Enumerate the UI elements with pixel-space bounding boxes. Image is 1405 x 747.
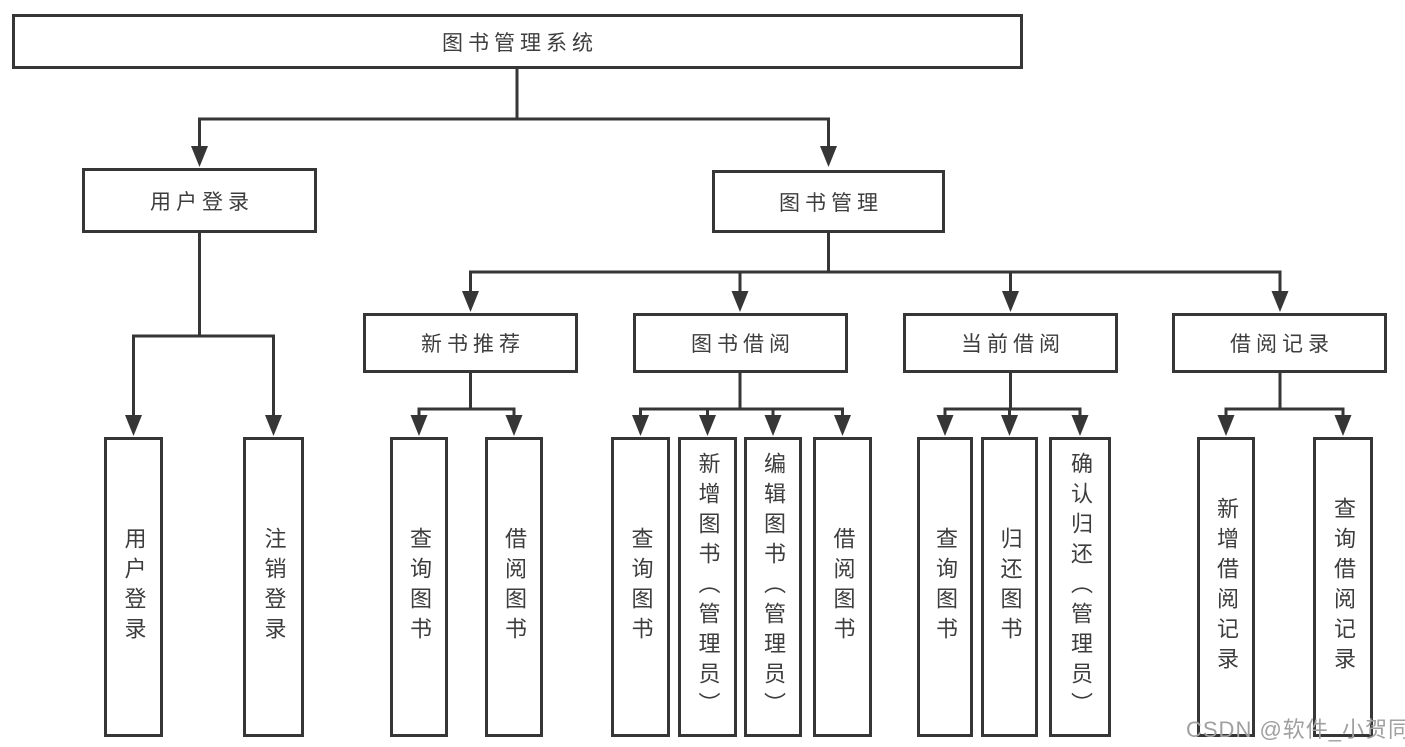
node-current-borrow: 当前借阅 — [903, 313, 1118, 373]
node-label: 图书借阅 — [691, 333, 795, 356]
node-book-borrow: 图书借阅 — [633, 313, 848, 373]
connector-segments — [132, 67, 1345, 416]
node-library-management-system: 图书管理系统 — [12, 14, 1023, 69]
leaf-label: 注销登录 — [261, 527, 287, 647]
node-book-management: 图书管理 — [712, 170, 945, 233]
leaf-borrow-query-book: 查询图书 — [611, 437, 670, 737]
leaf-label: 借阅图书 — [502, 527, 527, 647]
leaf-label: 查询图书 — [933, 527, 958, 647]
leaf-label: 新增借阅记录 — [1214, 497, 1239, 677]
leaf-current-confirm-return-admin: 确认归还（管理员） — [1049, 437, 1111, 737]
node-label: 图书管理 — [779, 191, 883, 215]
leaf-user-login: 用户登录 — [104, 437, 163, 737]
node-borrow-records: 借阅记录 — [1172, 313, 1387, 373]
leaf-logout-login: 注销登录 — [243, 437, 304, 737]
leaf-label: 查询图书 — [407, 527, 432, 647]
leaf-records-add-record: 新增借阅记录 — [1197, 437, 1255, 737]
leaf-label: 查询图书 — [628, 527, 654, 647]
node-new-book-recommend: 新书推荐 — [363, 313, 578, 373]
arrowhead-icons — [125, 146, 1352, 436]
leaf-current-return-book: 归还图书 — [981, 437, 1038, 737]
leaf-label: 借阅图书 — [830, 527, 856, 647]
leaf-borrow-borrow-book: 借阅图书 — [813, 437, 872, 737]
leaf-recommend-query-book: 查询图书 — [390, 437, 448, 737]
csdn-watermark: CSDN @软件_小贺同学 — [1186, 717, 1405, 742]
leaf-label: 用户登录 — [121, 527, 147, 647]
node-label: 当前借阅 — [961, 333, 1065, 356]
leaf-label: 归还图书 — [997, 527, 1023, 647]
node-label: 图书管理系统 — [442, 31, 598, 55]
leaf-borrow-add-book-admin: 新增图书（管理员） — [678, 437, 737, 737]
leaf-records-query-record: 查询借阅记录 — [1313, 437, 1373, 737]
node-label: 借阅记录 — [1230, 333, 1334, 356]
leaf-borrow-edit-book-admin: 编辑图书（管理员） — [744, 437, 802, 737]
node-label: 新书推荐 — [421, 333, 525, 356]
leaf-label: 确认归还（管理员） — [1068, 452, 1093, 722]
node-user-login: 用户登录 — [82, 168, 317, 233]
node-label: 用户登录 — [150, 190, 254, 214]
leaf-current-query-book: 查询图书 — [917, 437, 973, 737]
leaf-label: 编辑图书（管理员） — [761, 452, 786, 722]
leaf-label: 查询借阅记录 — [1331, 497, 1356, 677]
leaf-recommend-borrow-book: 借阅图书 — [485, 437, 543, 737]
leaf-label: 新增图书（管理员） — [695, 452, 721, 722]
